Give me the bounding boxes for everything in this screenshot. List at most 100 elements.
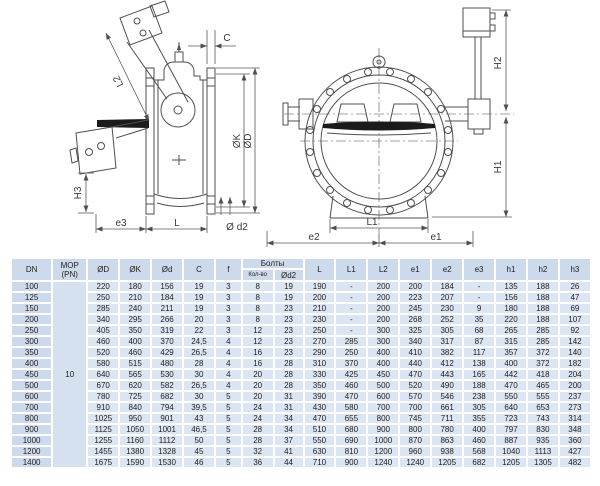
value-cell: 680 [336, 425, 367, 434]
technical-drawing: C L2 ØK ØD H3 e3 L Ø d2 H2 H1 L1 e2 e1 [69, 0, 514, 247]
value-cell: 355 [464, 414, 495, 423]
value-cell: 20 [242, 381, 273, 390]
value-cell: 23 [274, 348, 303, 357]
value-cell: 565 [120, 370, 151, 379]
value-cell: 230 [304, 315, 335, 324]
value-cell: 443 [432, 370, 463, 379]
value-cell: 400 [496, 359, 526, 368]
dim-label-od: ØD [243, 134, 254, 149]
value-cell: 290 [304, 348, 335, 357]
value-cell: 4 [215, 337, 241, 346]
value-cell: 580 [336, 403, 367, 412]
dim-label-h3: H3 [73, 186, 84, 199]
value-cell: 427 [559, 447, 590, 456]
value-cell: 1205 [496, 458, 526, 467]
value-cell: 265 [496, 326, 526, 335]
value-cell: 28 [242, 436, 273, 445]
bolt-holes [306, 68, 452, 214]
value-cell: 19 [184, 293, 214, 302]
col-header-mop: МОР (PN) [53, 259, 87, 280]
col-header-c: C [184, 259, 214, 280]
value-cell: 640 [496, 403, 526, 412]
value-cell: 26 [559, 282, 590, 291]
value-cell: 4 [215, 381, 241, 390]
value-cell: 490 [432, 381, 463, 390]
dn-cell: 900 [12, 425, 52, 434]
value-cell: 285 [88, 304, 119, 313]
value-cell: 370 [152, 337, 183, 346]
value-cell: 204 [559, 370, 590, 379]
dn-cell: 250 [12, 326, 52, 335]
value-cell: 418 [527, 370, 558, 379]
value-cell: 190 [304, 282, 335, 291]
value-cell: 935 [527, 436, 558, 445]
value-cell: 1112 [152, 436, 183, 445]
value-cell: 465 [527, 381, 558, 390]
dim-label-l1: L1 [366, 217, 378, 228]
value-cell: 37 [274, 436, 303, 445]
value-cell: 210 [120, 293, 151, 302]
value-cell: 780 [432, 425, 463, 434]
value-cell: 68 [464, 326, 495, 335]
value-cell: 640 [88, 370, 119, 379]
value-cell: 238 [464, 392, 495, 401]
value-cell: 725 [120, 392, 151, 401]
value-cell: 350 [304, 381, 335, 390]
value-cell: 372 [527, 348, 558, 357]
dn-cell: 150 [12, 304, 52, 313]
value-cell: 285 [527, 337, 558, 346]
value-cell: 810 [336, 447, 367, 456]
value-cell: 188 [527, 293, 558, 302]
value-cell: - [336, 293, 367, 302]
value-cell: - [336, 282, 367, 291]
value-cell: 400 [368, 348, 399, 357]
value-cell: 31 [274, 403, 303, 412]
value-cell: 870 [400, 436, 431, 445]
dn-cell: 600 [12, 392, 52, 401]
value-cell: 1025 [88, 414, 119, 423]
value-cell: 340 [400, 337, 431, 346]
value-cell: 250 [336, 348, 367, 357]
value-cell: 211 [152, 304, 183, 313]
value-cell: 568 [464, 447, 495, 456]
dn-cell: 400 [12, 359, 52, 368]
col-header-d-outer: ØD [88, 259, 119, 280]
value-cell: 3 [215, 315, 241, 324]
value-cell: 8 [242, 315, 273, 324]
value-cell: 19 [184, 304, 214, 313]
value-cell: 1590 [120, 458, 151, 467]
value-cell: 8 [242, 293, 273, 302]
value-cell: 285 [527, 326, 558, 335]
value-cell: 350 [120, 326, 151, 335]
value-cell: 156 [152, 282, 183, 291]
dn-cell: 800 [12, 414, 52, 423]
value-cell: 400 [464, 425, 495, 434]
value-cell: 46,5 [184, 425, 214, 434]
value-cell: 582 [152, 381, 183, 390]
value-cell: 35 [464, 315, 495, 324]
value-cell: 5 [215, 414, 241, 423]
value-cell: 314 [559, 414, 590, 423]
col-header-h2: h2 [527, 259, 558, 280]
value-cell: 28 [274, 370, 303, 379]
value-cell: 26,5 [184, 348, 214, 357]
value-cell: 5 [215, 392, 241, 401]
col-header-bolts-qty: Кол-во [242, 270, 273, 280]
col-header-bolts-d2: Ød2 [274, 270, 303, 280]
value-cell: 520 [88, 348, 119, 357]
value-cell: 24 [242, 414, 273, 423]
value-cell: 780 [88, 392, 119, 401]
value-cell: 429 [152, 348, 183, 357]
value-cell: 19 [184, 282, 214, 291]
value-cell: 200 [368, 282, 399, 291]
side-view-dimensions [78, 30, 260, 233]
value-cell: 1160 [120, 436, 151, 445]
value-cell: 661 [432, 403, 463, 412]
value-cell: 4 [215, 348, 241, 357]
value-cell: 360 [559, 436, 590, 445]
